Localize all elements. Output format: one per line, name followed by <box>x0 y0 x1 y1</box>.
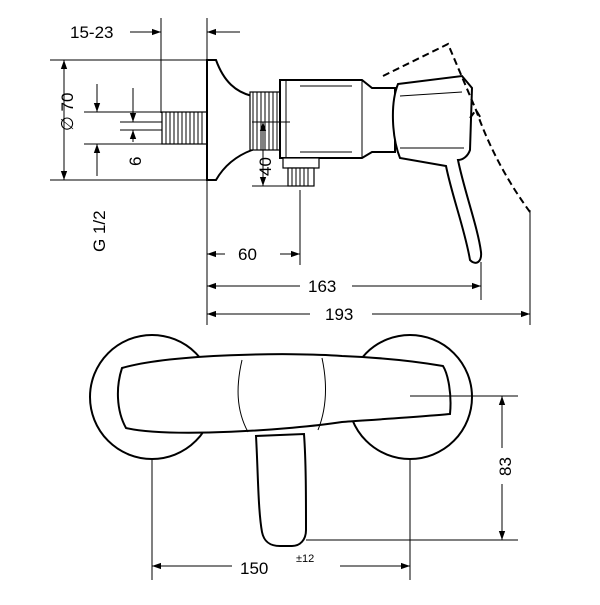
front-handle <box>254 432 308 547</box>
dim-label-length-163: 163 <box>308 277 336 296</box>
dim-label-diameter: ∅ 70 <box>58 93 77 131</box>
dim-depth-60: 60 <box>206 180 301 325</box>
thread-stub <box>161 111 209 145</box>
outlet <box>282 157 320 187</box>
lever-handle-alt-position <box>382 42 531 213</box>
dim-wall-offset: 15-23 <box>70 18 240 113</box>
dim-length-193: 193 <box>207 210 531 325</box>
front-view: 83 150 ±12 <box>89 334 518 580</box>
dim-thread: G 1/2 <box>84 84 162 252</box>
dim-label-length-193: 193 <box>325 305 353 324</box>
rosette <box>206 59 253 181</box>
mixer-bar <box>116 353 452 434</box>
dim-height-40: 40 <box>252 121 290 187</box>
dim-label-height-83: 83 <box>496 457 515 476</box>
lever-handle <box>391 74 483 264</box>
dim-label-center-distance: 150 <box>240 559 268 578</box>
dim-label-depth-60: 60 <box>238 245 257 264</box>
mixer-body <box>279 79 396 159</box>
dim-height-83: 83 <box>306 395 518 541</box>
dim-center-distance: 150 ±12 <box>151 460 411 580</box>
dim-label-nut: 6 <box>126 157 145 166</box>
dim-label-height-40: 40 <box>256 157 275 176</box>
dim-label-tolerance: ±12 <box>296 553 314 565</box>
dim-diameter: ∅ 70 <box>50 59 207 181</box>
dim-nut: 6 <box>120 88 162 166</box>
dim-label-wall-offset: 15-23 <box>70 23 113 42</box>
dim-length-163: 163 <box>207 262 482 300</box>
side-view: 15-23 ∅ 70 G 1/2 6 <box>50 18 531 325</box>
connector-nut <box>249 91 281 151</box>
dim-label-thread: G 1/2 <box>90 210 109 252</box>
